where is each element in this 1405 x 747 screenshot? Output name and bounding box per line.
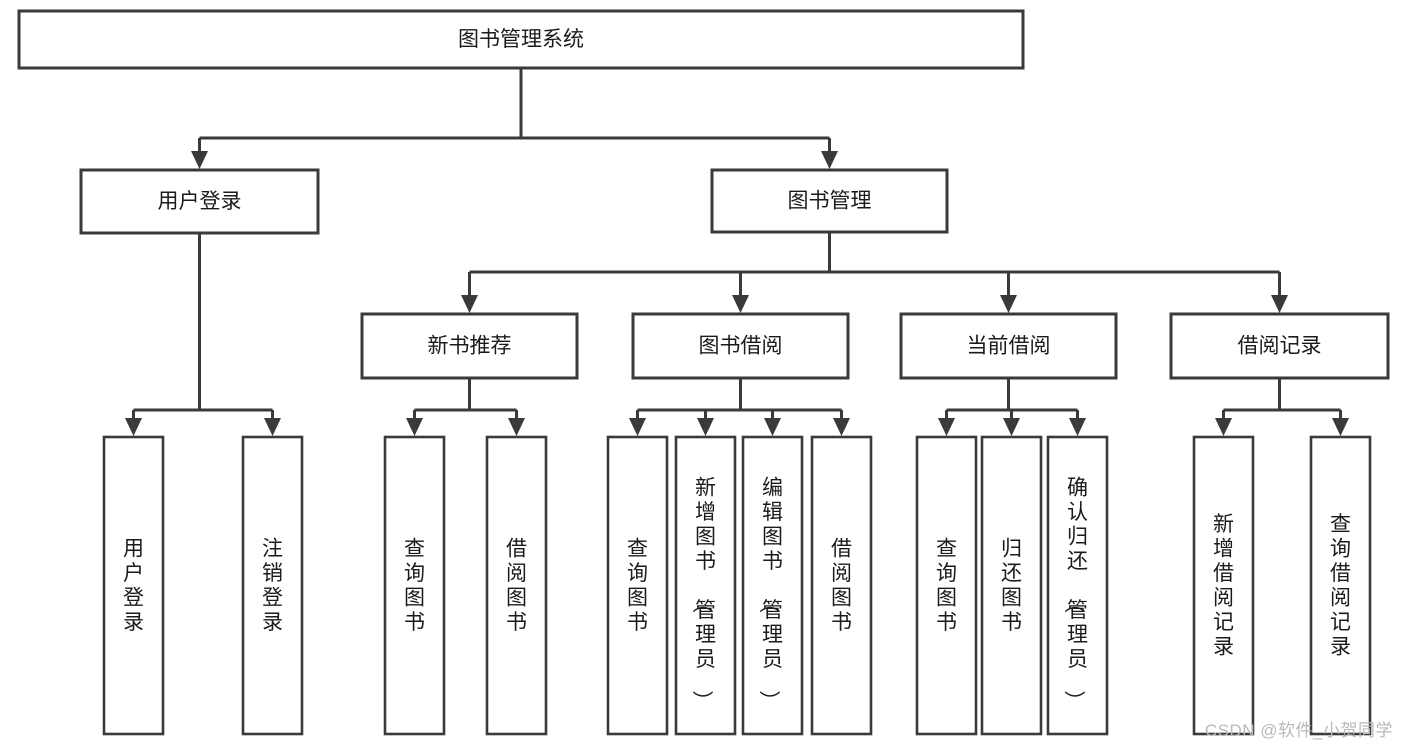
arrow-head-icon — [1332, 418, 1349, 436]
node-box — [241, 435, 304, 736]
node-label: 图书借阅 — [699, 335, 783, 358]
node-label: 借阅记录 — [1238, 335, 1322, 358]
arrow-head-icon — [764, 418, 781, 436]
arrow-head-icon — [697, 418, 714, 436]
arrow-head-icon — [461, 295, 478, 313]
node-label: 查询图书 — [936, 538, 957, 635]
arrow-head-icon — [508, 418, 525, 436]
node-label: 用户登录 — [158, 190, 242, 213]
node-box — [631, 312, 850, 380]
node-leaf-query-books-1[interactable]: 查询图书 — [383, 435, 446, 736]
node-box — [360, 312, 579, 380]
node-leaf-return-book[interactable]: 归还图书 — [980, 435, 1043, 736]
node-leaf-add-record[interactable]: 新增借阅记录 — [1192, 435, 1255, 736]
arrow-head-icon — [833, 418, 850, 436]
node-box — [1169, 312, 1390, 380]
node-root[interactable]: 图书管理系统 — [17, 9, 1025, 70]
arrow-head-icon — [821, 151, 838, 169]
node-label: 借阅图书 — [831, 538, 852, 635]
node-box — [1309, 435, 1372, 736]
arrow-head-icon — [938, 418, 955, 436]
arrow-head-icon — [1271, 295, 1288, 313]
node-leaf-query-books-3[interactable]: 查询图书 — [915, 435, 978, 736]
node-label: 新书推荐 — [428, 335, 512, 358]
arrow-head-icon — [629, 418, 646, 436]
node-label: 图书管理系统 — [458, 28, 584, 51]
node-box — [741, 435, 804, 736]
node-box — [485, 435, 548, 736]
node-label: 查询图书 — [404, 538, 425, 635]
node-label: 当前借阅 — [967, 335, 1051, 358]
node-box — [810, 435, 873, 736]
node-label: 用户登录 — [123, 538, 144, 635]
node-leaf-logout[interactable]: 注销登录 — [241, 435, 304, 736]
node-label: 确认归还（管理员） — [1062, 476, 1088, 711]
node-label: 新增图书（管理员） — [690, 476, 716, 711]
node-box — [674, 435, 737, 736]
arrow-head-icon — [264, 418, 281, 436]
node-user-login[interactable]: 用户登录 — [79, 168, 320, 235]
node-leaf-borrow-books-1[interactable]: 借阅图书 — [485, 435, 548, 736]
node-box — [383, 435, 446, 736]
arrow-head-icon — [1215, 418, 1232, 436]
node-box — [79, 168, 320, 235]
node-leaf-query-record[interactable]: 查询借阅记录 — [1309, 435, 1372, 736]
node-leaf-add-book[interactable]: 新增图书（管理员） — [674, 435, 737, 736]
node-box — [1046, 435, 1109, 736]
arrow-head-icon — [125, 418, 142, 436]
arrow-head-icon — [191, 151, 208, 169]
node-box — [980, 435, 1043, 736]
node-label: 借阅图书 — [506, 538, 527, 635]
node-label: 注销登录 — [262, 538, 283, 635]
node-box — [899, 312, 1118, 380]
node-box — [710, 168, 949, 234]
node-label: 归还图书 — [1001, 538, 1022, 635]
node-borrow-records[interactable]: 借阅记录 — [1169, 312, 1390, 380]
arrow-head-icon — [1003, 418, 1020, 436]
node-leaf-user-login[interactable]: 用户登录 — [102, 435, 165, 736]
node-label: 编辑图书（管理员） — [757, 476, 783, 711]
node-leaf-query-books-2[interactable]: 查询图书 — [606, 435, 669, 736]
node-leaf-borrow-books-2[interactable]: 借阅图书 — [810, 435, 873, 736]
arrow-head-icon — [1000, 295, 1017, 313]
node-new-book-recommend[interactable]: 新书推荐 — [360, 312, 579, 380]
node-leaf-confirm-return[interactable]: 确认归还（管理员） — [1046, 435, 1109, 736]
node-box — [102, 435, 165, 736]
node-current-borrow[interactable]: 当前借阅 — [899, 312, 1118, 380]
node-label: 查询图书 — [627, 538, 648, 635]
node-box — [606, 435, 669, 736]
node-label: 查询借阅记录 — [1330, 513, 1351, 659]
node-book-management[interactable]: 图书管理 — [710, 168, 949, 234]
node-box — [1192, 435, 1255, 736]
node-label: 图书管理 — [788, 190, 872, 213]
node-box — [17, 9, 1025, 70]
node-book-borrow[interactable]: 图书借阅 — [631, 312, 850, 380]
arrow-head-icon — [1069, 418, 1086, 436]
arrow-head-icon — [732, 295, 749, 313]
arrow-head-icon — [406, 418, 423, 436]
node-label: 新增借阅记录 — [1213, 513, 1234, 659]
node-box — [915, 435, 978, 736]
node-leaf-edit-book[interactable]: 编辑图书（管理员） — [741, 435, 804, 736]
